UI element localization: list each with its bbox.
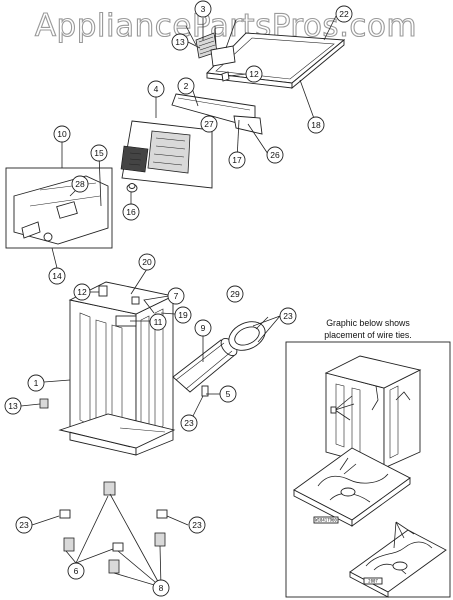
callout-23-foot-left: 23	[15, 516, 33, 534]
svg-text:12: 12	[249, 69, 259, 79]
svg-text:23: 23	[192, 520, 202, 530]
svg-text:26: 26	[270, 150, 280, 160]
callout-1: 1	[27, 374, 45, 392]
callout-16: 16	[122, 203, 140, 221]
svg-text:8: 8	[159, 583, 164, 593]
svg-text:15: 15	[94, 148, 104, 158]
svg-text:19: 19	[178, 310, 188, 320]
console-bracket	[171, 93, 263, 135]
svg-text:23: 23	[184, 418, 194, 428]
inset-base-1: W10417960	[293, 447, 411, 527]
svg-text:18: 18	[311, 120, 321, 130]
svg-text:13: 13	[8, 401, 18, 411]
control-module	[120, 120, 213, 189]
callout-6: 6	[67, 562, 85, 580]
svg-text:22: 22	[339, 9, 349, 19]
callout-23-seal: 23	[279, 307, 297, 325]
svg-text:9: 9	[201, 323, 206, 333]
svg-text:27: 27	[204, 119, 214, 129]
callout-8: 8	[152, 579, 170, 597]
watermark: AppliancePartsPros.com	[35, 8, 417, 44]
callout-13-cabinet: 13	[4, 397, 22, 415]
feet	[59, 481, 168, 574]
callout-18: 18	[307, 116, 325, 134]
svg-text:29: 29	[230, 289, 240, 299]
svg-text:14: 14	[52, 271, 62, 281]
svg-text:W10417960: W10417960	[315, 518, 337, 523]
svg-text:10: 10	[57, 129, 67, 139]
callout-9: 9	[194, 319, 212, 337]
inset-base-2: 2007	[349, 521, 447, 598]
svg-text:28: 28	[75, 179, 85, 189]
inset-note-line1: Graphic below shows	[326, 318, 410, 328]
callout-15: 15	[90, 144, 108, 162]
svg-text:12: 12	[77, 287, 87, 297]
inset-cabinet	[324, 355, 422, 469]
callout-13-top: 13	[171, 33, 189, 51]
svg-text:5: 5	[226, 389, 231, 399]
control-board-top	[195, 32, 236, 82]
callout-5: 5	[219, 385, 237, 403]
callout-12-top: 12	[245, 65, 263, 83]
callout-28: 28	[71, 175, 89, 193]
callout-4: 4	[147, 80, 165, 98]
svg-text:16: 16	[126, 207, 136, 217]
svg-text:2: 2	[184, 81, 189, 91]
svg-text:2007: 2007	[368, 579, 378, 584]
callout-17: 17	[228, 151, 246, 169]
svg-text:23: 23	[283, 311, 293, 321]
knob-16	[126, 183, 138, 193]
callout-3: 3	[194, 0, 212, 18]
svg-text:17: 17	[232, 155, 242, 165]
callout-14: 14	[48, 267, 66, 285]
svg-text:23: 23	[19, 520, 29, 530]
callout-10: 10	[53, 125, 71, 143]
callout-22: 22	[335, 5, 353, 23]
console-panel	[5, 167, 113, 249]
callout-19: 19	[174, 306, 192, 324]
svg-text:4: 4	[154, 84, 159, 94]
callout-20: 20	[138, 253, 156, 271]
callout-2: 2	[177, 77, 195, 95]
svg-text:13: 13	[175, 37, 185, 47]
callout-23-foot-right: 23	[188, 516, 206, 534]
svg-text:1: 1	[34, 378, 39, 388]
svg-text:3: 3	[201, 4, 206, 14]
inset-note-line2: placement of wire ties.	[324, 330, 412, 340]
callout-29: 29	[226, 285, 244, 303]
cabinet	[58, 281, 176, 456]
callout-27: 27	[200, 115, 218, 133]
callout-26: 26	[266, 146, 284, 164]
callout-12-cabinet: 12	[73, 283, 91, 301]
callout-23-duct: 23	[180, 414, 198, 432]
leader-lines	[20, 15, 337, 588]
svg-text:7: 7	[174, 291, 179, 301]
svg-text:6: 6	[74, 566, 79, 576]
svg-text:20: 20	[142, 257, 152, 267]
callout-7: 7	[167, 287, 185, 305]
svg-text:11: 11	[154, 317, 163, 327]
wire-tie-inset: Graphic below shows placement of wire ti…	[285, 318, 451, 598]
callout-11: 11	[149, 313, 167, 331]
